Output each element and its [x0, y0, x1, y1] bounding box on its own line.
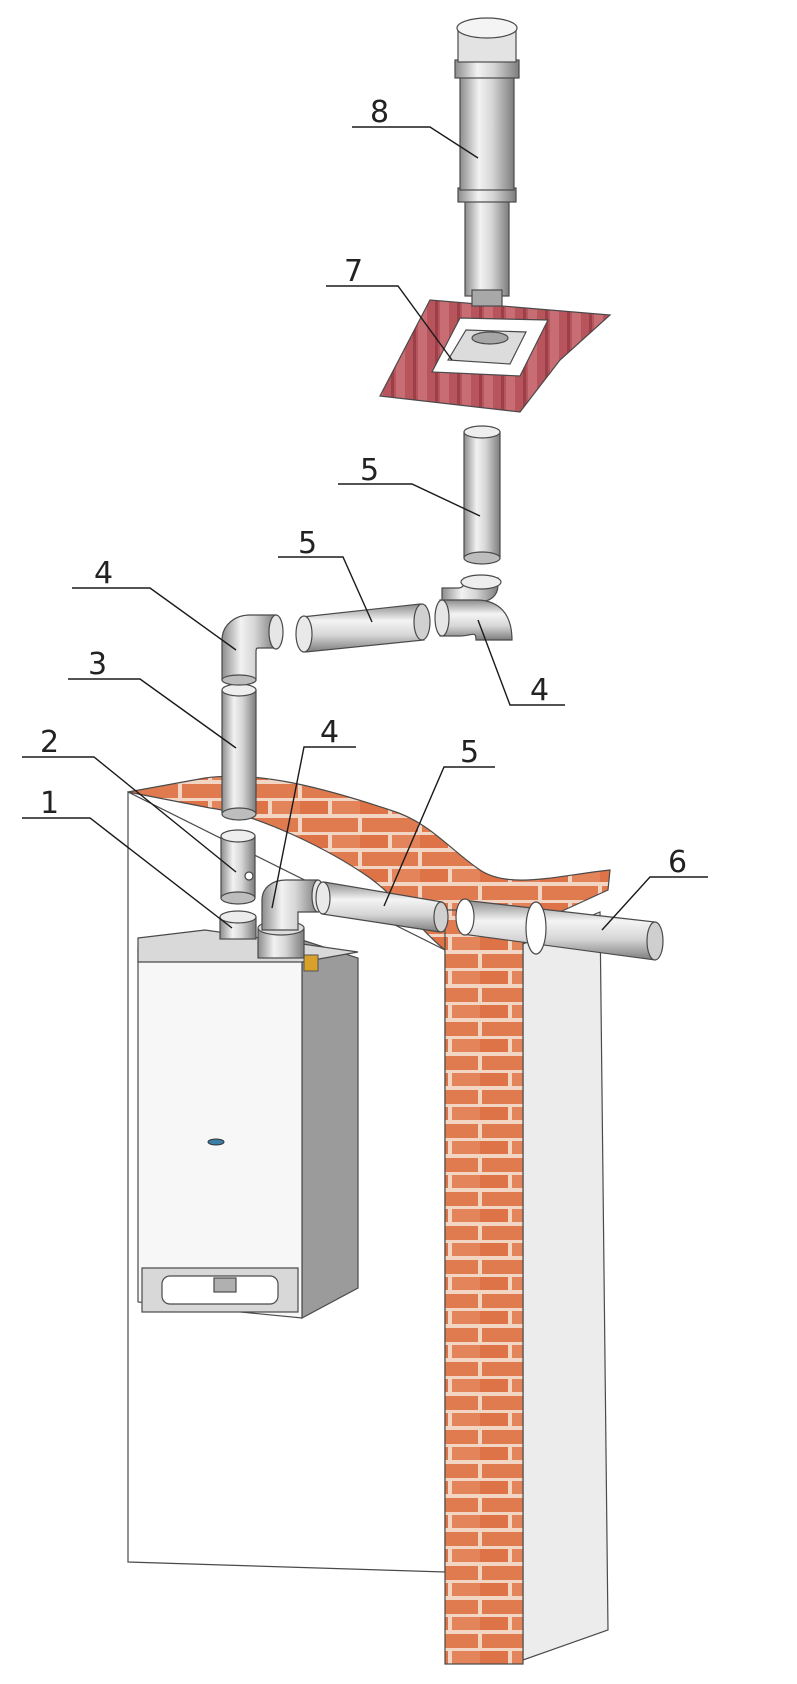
leader-7 [326, 285, 453, 361]
leader-5-vertical [338, 483, 481, 517]
leader-4-upper-right [477, 619, 565, 706]
callout-4-upper-left: 4 [94, 556, 113, 591]
boiler-flue-adapter [219, 910, 305, 959]
vertical-pipe-3 [221, 683, 257, 821]
elbow-upper-left [221, 614, 284, 686]
callout-8: 8 [370, 95, 389, 130]
vertical-pipe-upper [463, 425, 501, 565]
leader-6 [601, 876, 708, 931]
callout-7: 7 [344, 254, 363, 289]
inspection-pipe [220, 829, 256, 905]
horizontal-terminal [455, 898, 664, 961]
leader-1 [22, 817, 233, 929]
leader-3 [68, 678, 237, 749]
roof-flashing [379, 299, 612, 413]
callout-5-wall: 5 [460, 735, 479, 770]
callout-4-upper-right: 4 [530, 673, 549, 708]
leader-8 [352, 126, 479, 159]
leader-4-upper-left [72, 587, 237, 651]
horizontal-pipe-wall [315, 881, 449, 933]
callout-numbers: 8 7 5 5 4 4 3 2 1 4 5 6 [40, 95, 687, 880]
leader-2 [22, 756, 237, 873]
callout-2: 2 [40, 725, 59, 760]
callout-4-lower: 4 [320, 715, 339, 750]
callout-3: 3 [88, 647, 107, 682]
leader-lines [22, 126, 708, 931]
leader-4-lower [271, 746, 356, 909]
elbow-upper-right [434, 574, 513, 641]
callout-5-vertical: 5 [360, 453, 379, 488]
leader-5-wall [383, 766, 495, 907]
callout-6: 6 [668, 845, 687, 880]
leader-5-horizontal [278, 556, 373, 623]
callout-1: 1 [40, 786, 59, 821]
horizontal-pipe-upper [295, 603, 431, 653]
brick-wall-face [444, 909, 524, 1665]
boiler [137, 929, 359, 1320]
vertical-terminal [454, 17, 520, 307]
callout-5-horizontal: 5 [298, 526, 317, 561]
